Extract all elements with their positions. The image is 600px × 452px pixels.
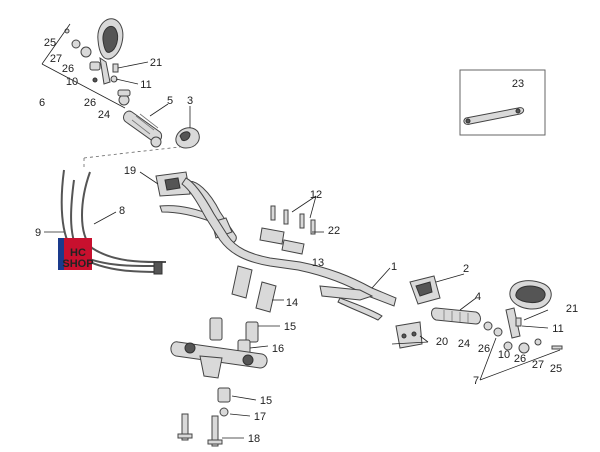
callout-1: 1 (391, 261, 397, 273)
right-mirror (505, 280, 552, 339)
callout-21: 21 (150, 57, 162, 69)
callout-26: 26 (478, 343, 490, 355)
callout-3: 3 (187, 95, 193, 107)
callout-11: 11 (140, 79, 151, 91)
callout-17: 17 (254, 411, 266, 423)
callout-20: 20 (436, 336, 448, 348)
callout-24: 24 (98, 109, 110, 121)
callout-18: 18 (248, 433, 260, 445)
top-yoke (170, 341, 268, 379)
callout-numbers: 25 27 26 10 6 26 24 21 11 5 3 23 19 12 2… (35, 37, 578, 445)
logo-text-shop: SHOP (62, 258, 93, 270)
callout-24: 24 (458, 338, 470, 350)
callout-4: 4 (475, 291, 481, 303)
callout-6: 6 (39, 97, 45, 109)
right-mirror-hardware (493, 317, 563, 354)
right-grip (431, 307, 493, 331)
logo-text-hc: HC (70, 247, 86, 259)
callout-26: 26 (62, 63, 74, 75)
right-switch (409, 275, 441, 305)
callout-8: 8 (119, 205, 125, 217)
yoke-bolts (177, 387, 231, 447)
callout-27: 27 (50, 53, 62, 65)
left-switch (175, 127, 200, 149)
callout-25: 25 (44, 37, 56, 49)
callout-23: 23 (512, 78, 524, 90)
left-mirror-hardware (64, 28, 131, 106)
callout-15: 15 (284, 321, 296, 333)
callout-9: 9 (35, 227, 41, 239)
part-23-box (459, 69, 546, 136)
callout-27: 27 (532, 359, 544, 371)
wrench-tool (463, 107, 525, 125)
callout-26: 26 (84, 97, 96, 109)
callout-25: 25 (550, 363, 562, 375)
callout-19: 19 (124, 165, 136, 177)
callout-15: 15 (260, 395, 272, 407)
callout-26: 26 (514, 353, 526, 365)
handlebar (181, 177, 397, 307)
callout-14: 14 (286, 297, 298, 309)
hc-shop-logo (58, 238, 92, 270)
left-grip (123, 110, 163, 148)
callout-7: 7 (473, 375, 479, 387)
callout-2: 2 (463, 263, 469, 275)
callout-13: 13 (312, 257, 324, 269)
callout-5: 5 (167, 95, 173, 107)
right-lever (319, 285, 383, 321)
callout-16: 16 (272, 343, 284, 355)
callout-11: 11 (552, 323, 563, 335)
callout-10: 10 (498, 349, 510, 361)
clamp-bolts (259, 205, 316, 255)
left-mirror (97, 18, 124, 85)
callout-22: 22 (328, 225, 340, 237)
callout-21: 21 (566, 303, 578, 315)
callout-12: 12 (310, 189, 322, 201)
right-switch-bracket (395, 321, 423, 349)
callout-10: 10 (66, 76, 78, 88)
